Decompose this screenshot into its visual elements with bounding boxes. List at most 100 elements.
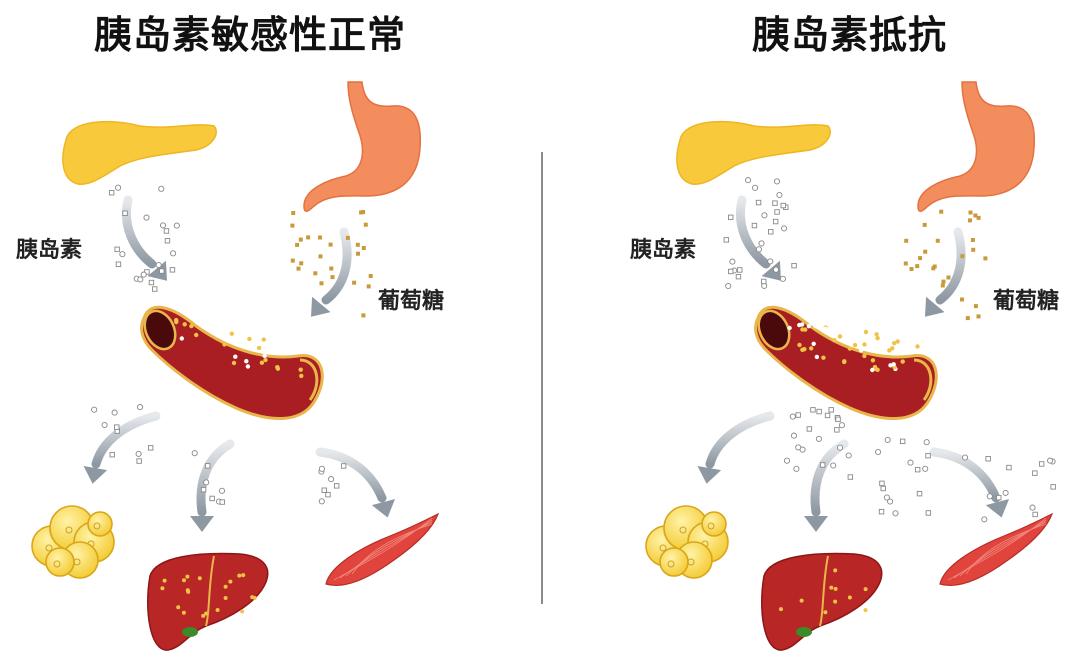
insulin-particle [914,466,921,473]
vessel-glucose-dot [852,342,858,348]
insulin-particle [761,212,768,219]
insulin-particle [795,412,801,418]
stomach-illustration [303,81,422,212]
glucose-particle [361,246,366,250]
insulin-particle [137,276,144,283]
insulin-particle [148,279,155,286]
insulin-particle [1006,464,1012,471]
insulin-particle [824,412,831,419]
glucose-particle [903,261,908,266]
vessel-glucose-dot [900,359,905,364]
insulin-particle [810,407,816,413]
liver-arrow [804,439,849,532]
vessel-glucose-dot [268,341,274,346]
insulin-particle [845,452,852,459]
insulin-particle [115,184,122,191]
insulin-particle [729,258,736,265]
insulin-particle [136,458,142,464]
insulin-particle [780,202,786,209]
insulin-particle [962,454,969,461]
insulin-particle [815,435,822,442]
left-panel-insulin-sensitive: 胰岛素敏感性正常 胰岛素 葡萄糖 [16,13,444,651]
vessel-glucose-dot [892,341,897,346]
insulin-particle [725,282,732,290]
glucose-particle [356,251,360,256]
insulin-particle [795,444,802,451]
insulin-particle [723,237,730,243]
vessel-glucose-dot [814,354,820,360]
vessel-glucose-dot [244,359,249,364]
glucose-particle [363,222,368,227]
insulin-particle [728,214,734,221]
insulin-particle [752,184,759,191]
insulin-particle [981,516,988,523]
insulin-particle [159,222,167,229]
muscle-illustration [325,512,440,586]
insulin-particle [1002,489,1009,496]
insulin-particle [761,278,767,285]
insulin-particle [169,267,176,273]
insulin-particle [737,267,743,273]
insulin-particle [790,432,798,439]
vessel-glucose-dot [863,329,869,335]
vessel-glucose-dot [803,327,808,332]
muscle-arrow [315,447,396,518]
glucose-particle [968,218,972,223]
vessel-glucose-dot [819,322,825,327]
glucose-arrow [925,227,966,317]
insulin-particle [321,487,327,493]
insulin-particle [892,510,899,517]
glucose-particle [345,235,350,240]
insulin-particle [907,459,914,466]
glucose-particle [290,258,295,263]
insulin-particle [783,457,791,464]
insulin-particle [159,268,165,274]
insulin-particle [109,451,115,458]
glucose-particle [965,316,970,321]
vessel-glucose-dot [182,322,187,327]
insulin-particle [122,210,128,216]
vessel-glucose-dot [263,357,268,363]
glucose-particle [918,256,923,261]
vessel-glucose-dot [811,341,816,346]
right-panel-title: 胰岛素抵抗 [752,13,948,57]
vessel-glucose-dot [806,324,812,329]
right-panel-insulin-resistance: 胰岛素抵抗 胰岛素 葡萄糖 [540,0,1080,668]
insulin-particle [755,246,762,253]
insulin-particle [830,462,837,469]
vessel-glucose-dot [222,342,227,347]
vessel-glucose-dot [915,344,920,349]
glucose-particle [939,209,944,214]
liver-illustration [761,552,883,651]
insulin-particle [143,214,150,221]
vessel-glucose-dot [809,346,814,351]
stomach-illustration [917,81,1036,212]
insulin-particle [899,438,906,445]
vessel-glucose-dot [233,354,238,359]
insulin-particle [791,262,797,269]
insulin-particle [1029,504,1036,511]
insulin-particle [916,490,923,497]
vessel-glucose-dot [261,337,266,342]
glucose-particle [330,275,335,280]
insulin-particle [755,199,762,206]
vessel-glucose-dot [874,332,879,337]
glucose-particle [328,242,333,247]
vessel-glucose-dot [862,342,867,347]
fat-cells-illustration [31,505,115,579]
vessel-glucose-dot [813,324,818,329]
glucose-particle [922,222,927,227]
insulin-particle [779,275,786,282]
glucose-particle [319,281,324,286]
insulin-particle [745,177,752,184]
glucose-particle [318,235,322,240]
insulin-particle [835,416,841,423]
panel-divider [541,152,543,604]
muscle-illustration [939,512,1054,586]
insulin-particle [875,448,882,456]
insulin-particle [922,465,929,472]
insulin-particle [219,499,225,505]
vessel-glucose-dot [875,335,880,341]
insulin-particle [191,450,198,457]
insulin-particle [879,480,885,487]
